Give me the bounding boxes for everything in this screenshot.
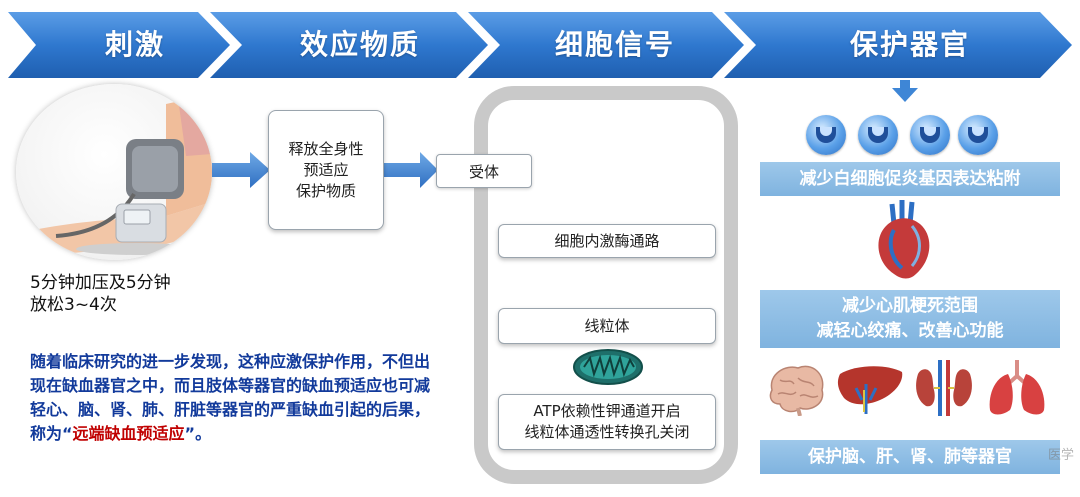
- protection-banner-leukocyte: 减少白细胞促炎基因表达粘附: [760, 162, 1060, 196]
- chevron-step-3: [468, 12, 744, 78]
- blood-pressure-cuff-icon: [16, 84, 212, 260]
- stimulus-image: [16, 84, 212, 260]
- description-text: 随着临床研究的进一步发现，这种应激保护作用，不但出现在缺血器官之中，而且肢体等器…: [30, 352, 431, 443]
- lung-icon: [989, 360, 1045, 415]
- chevron-step-4: [724, 12, 1072, 78]
- step-label-cell-signal: 细胞信号: [554, 28, 675, 61]
- mitochondria-box: 线粒体: [498, 308, 716, 344]
- heart-icon: [878, 200, 930, 279]
- description-paragraph: 随着临床研究的进一步发现，这种应激保护作用，不但出现在缺血器官之中，而且肢体等器…: [30, 350, 430, 446]
- step-label-stimulus: 刺激: [104, 28, 165, 61]
- arrow-to-protection: [892, 88, 918, 102]
- white-blood-cell-icon: [958, 115, 998, 155]
- atp-channel-box: ATP依赖性钾通道开启 线粒体通透性转换孔关闭: [498, 394, 716, 450]
- white-blood-cell-icon: [806, 115, 846, 155]
- receptor-box: 受体: [436, 154, 532, 188]
- protection-banner-organs: 保护脑、肝、肾、肺等器官: [760, 440, 1060, 474]
- chevron-step-1: [8, 12, 230, 78]
- arrow-stimulus-to-effect: [212, 152, 270, 188]
- step-label-effector: 效应物质: [299, 28, 420, 61]
- chevron-step-2: [210, 12, 488, 78]
- kinase-pathway-box: 细胞内激酶通路: [498, 224, 716, 258]
- step-label-organ-protection: 保护器官: [849, 28, 970, 61]
- header-chevron-bar: [8, 12, 1072, 78]
- watermark: 医学: [1047, 448, 1074, 463]
- liver-icon: [837, 366, 903, 414]
- stimulus-description: 5分钟加压及5分钟 放松3~4次: [30, 273, 171, 315]
- effect-substance-box: 释放全身性 预适应 保护物质: [268, 110, 384, 230]
- arrow-effect-to-receptor: [384, 152, 438, 188]
- kidney-icon: [916, 360, 972, 416]
- white-blood-cell-icon: [910, 115, 950, 155]
- description-end: ”。: [184, 424, 212, 443]
- white-blood-cell-icon: [858, 115, 898, 155]
- brain-icon: [769, 365, 824, 416]
- description-highlight: 远端缺血预适应: [72, 424, 185, 443]
- protection-banner-myocardial: 减少心肌梗死范围 减轻心绞痛、改善心功能: [760, 290, 1060, 348]
- mitochondria-icon: [573, 349, 643, 385]
